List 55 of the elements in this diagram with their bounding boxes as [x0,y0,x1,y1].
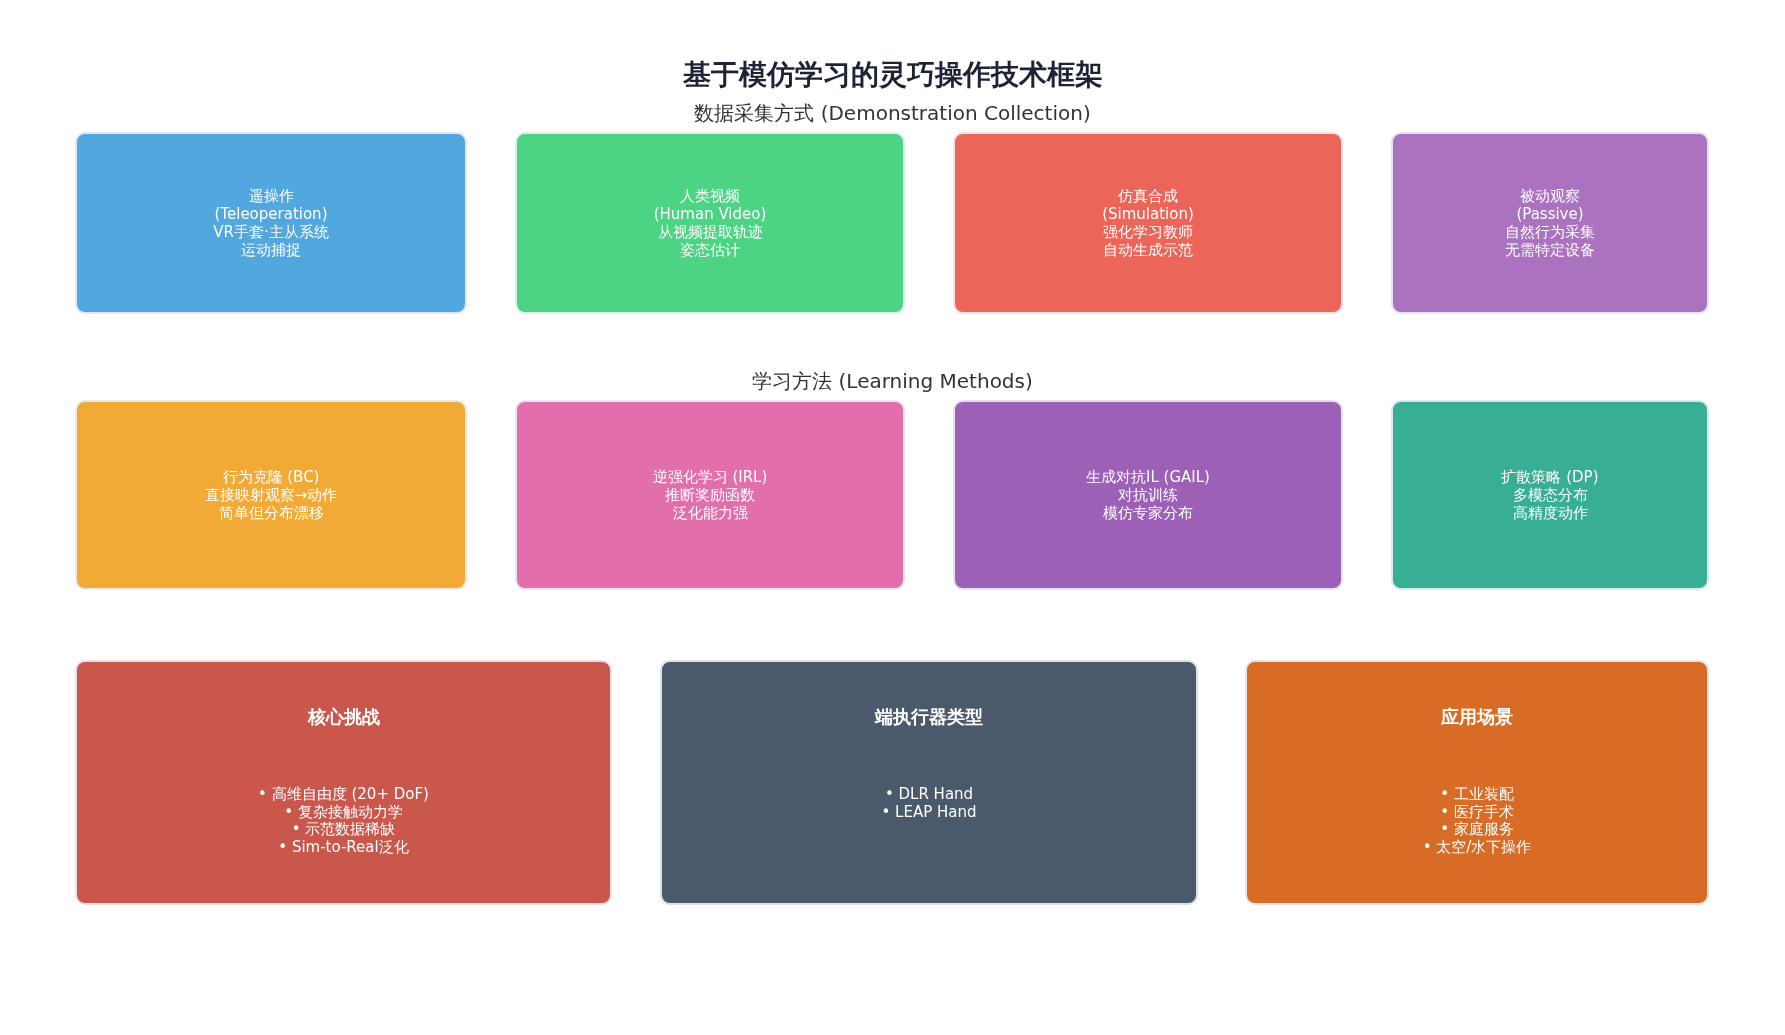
card-text: 泛化能力强 [672,504,748,522]
card-text: 扩散策略 (DP) [1501,468,1599,486]
card-text: 从视频提取轨迹 [657,223,763,241]
card-text: (Passive) [1516,205,1584,223]
card-text: 姿态估计 [680,241,740,259]
method-card [1391,400,1709,590]
section-heading: 学习方法 (Learning Methods) [752,369,1033,393]
card-text: VR手套·主从系统 [213,223,329,241]
card-text: 遥操作 [248,187,294,205]
list-item: • 家庭服务 [1440,821,1514,839]
card-text: (Simulation) [1102,205,1194,223]
list-item: • 示范数据稀缺 [291,821,396,839]
card-text: 逆强化学习 (IRL) [652,468,768,486]
collection-card [515,132,905,314]
list-item: • LEAP Hand [881,803,977,821]
card-text: 推断奖励函数 [665,486,755,504]
list-item: • DLR Hand [884,786,974,804]
panel-heading: 应用场景 [1441,706,1513,728]
info-panel [1245,660,1709,905]
panel-heading: 核心挑战 [307,706,380,728]
card-text: 被动观察 [1520,187,1580,205]
card-text: 强化学习教师 [1103,223,1193,241]
card-text: 多模态分布 [1512,486,1588,504]
card-text: 简单但分布漂移 [218,504,324,522]
section-heading: 数据采集方式 (Demonstration Collection) [694,101,1091,125]
info-panel [75,660,612,905]
list-item: • 太空/水下操作 [1422,838,1532,856]
card-text: (Teleoperation) [214,205,328,223]
collection-card [953,132,1343,314]
card-text: 行为克隆 (BC) [222,468,320,486]
method-card [953,400,1343,590]
card-text: 仿真合成 [1118,187,1178,205]
method-card [515,400,905,590]
list-item: • Sim-to-Real泛化 [278,838,409,856]
card-text: 直接映射观察→动作 [204,486,338,504]
collection-card [75,132,467,314]
list-item: • 复杂接触动力学 [284,803,403,821]
card-text: 无需特定设备 [1505,241,1595,259]
card-text: (Human Video) [653,205,767,223]
card-text: 人类视频 [680,187,740,205]
card-text: 自然行为采集 [1505,223,1595,241]
card-text: 生成对抗IL (GAIL) [1086,468,1210,486]
list-item: • 高维自由度 (20+ DoF) [258,786,429,804]
list-item: • 工业装配 [1440,786,1514,804]
card-text: 运动捕捉 [241,241,301,259]
card-text: 对抗训练 [1118,486,1178,504]
collection-card [1391,132,1709,314]
panel-heading: 端执行器类型 [875,706,983,728]
card-text: 模仿专家分布 [1103,504,1193,522]
diagram-title: 基于模仿学习的灵巧操作技术框架 [682,58,1103,91]
card-text: 高精度动作 [1512,504,1588,522]
list-item: • 医疗手术 [1440,803,1514,821]
method-card [75,400,467,590]
info-panel [660,660,1198,905]
card-text: 自动生成示范 [1103,241,1193,259]
